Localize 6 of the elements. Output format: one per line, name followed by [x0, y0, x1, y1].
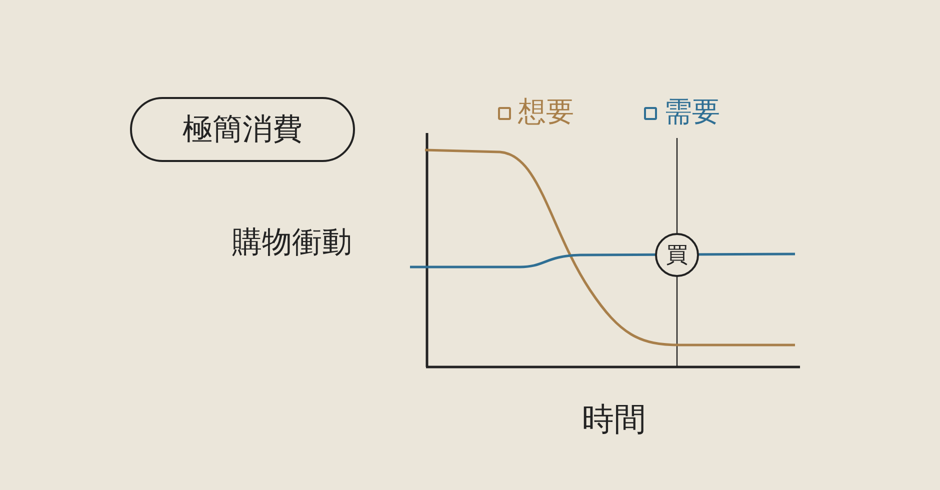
legend-label: 需要 — [664, 94, 720, 130]
legend-label: 想要 — [518, 94, 574, 130]
title-bubble: 極簡消費 — [130, 97, 355, 162]
y-axis-label: 購物衝動 — [232, 224, 352, 262]
x-axis-label: 時間 — [582, 399, 646, 440]
buy-circle: 買 — [655, 233, 699, 277]
